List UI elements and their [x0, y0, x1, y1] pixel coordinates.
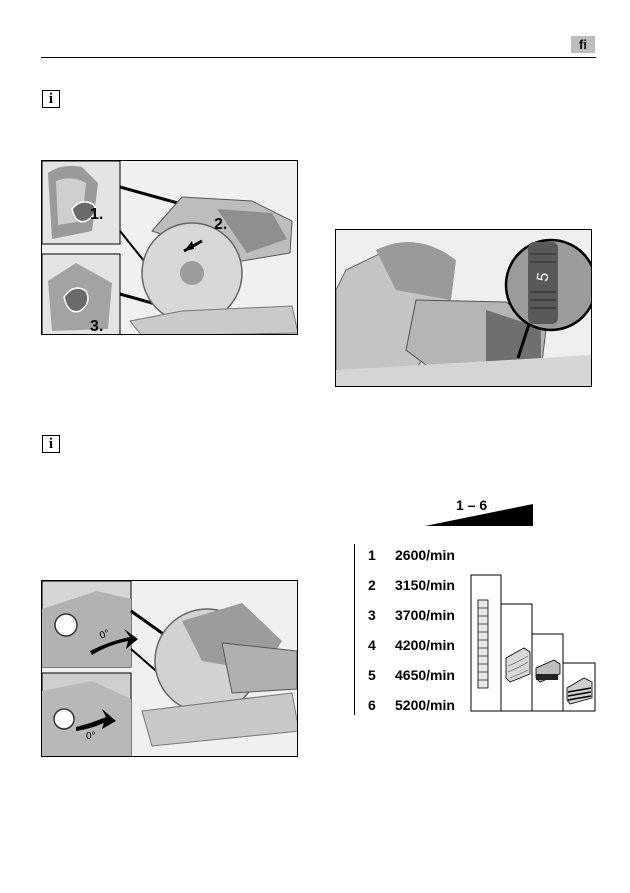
speed-setting: 5	[368, 667, 376, 683]
callout-3: 3.	[90, 318, 103, 335]
speed-setting: 1	[368, 547, 376, 563]
speed-table-rule	[354, 544, 355, 715]
speed-wedge-icon	[425, 504, 533, 526]
speed-range-label: 1 – 6	[456, 497, 488, 513]
speed-setting: 3	[368, 607, 376, 623]
wood-material-icon	[505, 647, 531, 683]
foam-material-icon	[477, 599, 489, 689]
angle-mark: 0°	[86, 731, 96, 742]
arrow-icon	[90, 629, 138, 655]
speed-rpm: 4200/min	[395, 637, 455, 653]
arrow-icon	[76, 709, 116, 731]
speed-setting: 2	[368, 577, 376, 593]
angle-mark: 0°	[98, 628, 111, 642]
callout-1: 1.	[90, 206, 103, 223]
speed-setting: 4	[368, 637, 376, 653]
blade-change-figure: 1. 2. 3.	[41, 160, 298, 335]
metal-material-icon	[566, 677, 593, 705]
speed-rpm: 3150/min	[395, 577, 455, 593]
header-rule	[41, 57, 596, 58]
speed-dial-figure: 5	[335, 229, 592, 387]
info-icon: i	[42, 90, 60, 108]
callout-2: 2.	[214, 216, 227, 233]
bevel-adjust-figure: 0° 0°	[41, 580, 298, 757]
speed-rpm: 3700/min	[395, 607, 455, 623]
language-badge: fi	[571, 36, 595, 53]
info-icon: i	[42, 435, 60, 453]
speed-rpm: 5200/min	[395, 697, 455, 713]
speed-setting: 6	[368, 697, 376, 713]
speed-rpm: 2600/min	[395, 547, 455, 563]
speed-rpm: 4650/min	[395, 667, 455, 683]
speed-table: 1 2600/min 2 3150/min 3 3700/min 4 4200/…	[368, 545, 478, 715]
material-steps-diagram	[470, 574, 596, 712]
dial-value: 5	[534, 271, 552, 283]
laminate-material-icon	[535, 659, 561, 683]
